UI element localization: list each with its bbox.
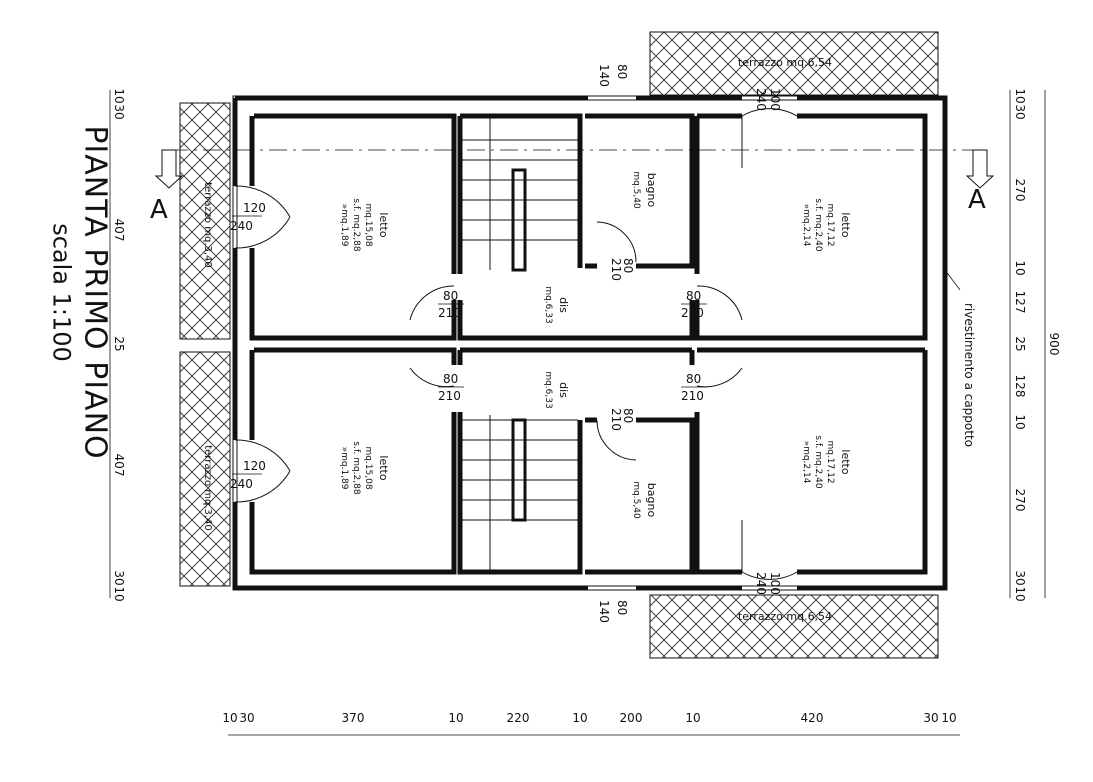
dim-right-6: 128: [1013, 375, 1027, 398]
door-width: 80: [443, 289, 458, 303]
room-labels: letto mq.15,08 s.f. mq.2,88 »mq.1,89 let…: [202, 56, 976, 623]
door-width: 80: [686, 372, 701, 386]
room-area: mq.5,40: [631, 481, 641, 519]
dim-left-4: 407: [112, 454, 126, 477]
room-name: dis: [557, 382, 570, 398]
room-sf: s.f. mq.2,88: [351, 198, 361, 251]
terrace-label: terrazzo mq.6,54: [738, 56, 832, 69]
door-labels: 120 240 120 240 80 210 80 210 80 210 80 …: [230, 64, 782, 623]
door-height: 240: [230, 477, 253, 491]
dim-right-10: 10: [1013, 586, 1027, 601]
room-ratio: »mq.1,89: [339, 204, 349, 247]
dim-left-0: 10: [112, 88, 126, 103]
dim-bottom-8: 420: [801, 711, 824, 725]
terrace-label: terrazzo mq.3,40: [202, 182, 213, 268]
section-line: A A: [150, 149, 995, 225]
door-width: 100: [768, 88, 782, 111]
door-height: 240: [754, 88, 768, 111]
room-area: mq.5,40: [631, 171, 641, 209]
room-name: bagno: [645, 483, 658, 518]
door-width: 80: [443, 372, 458, 386]
dim-bottom-5: 10: [572, 711, 587, 725]
door-height: 210: [609, 408, 623, 431]
room-name: letto: [839, 212, 852, 237]
terrace-right-bottom: [649, 594, 939, 659]
door-width: 120: [243, 459, 266, 473]
dim-bottom-4: 220: [507, 711, 530, 725]
dim-left-2: 407: [112, 219, 126, 242]
dim-bottom-2: 370: [342, 711, 365, 725]
room-sf: s.f. mq.2,40: [813, 435, 823, 488]
door-width: 100: [768, 572, 782, 595]
room-sf: s.f. mq.2,40: [813, 198, 823, 251]
dim-right-3: 10: [1013, 260, 1027, 275]
door-height: 210: [438, 389, 461, 403]
room-area: mq.15,08: [363, 203, 373, 246]
door-height: 240: [754, 572, 768, 595]
door-width: 80: [686, 289, 701, 303]
dim-left-5: 30: [112, 570, 126, 585]
door-width: 120: [243, 201, 266, 215]
terrace-left-top: [179, 102, 231, 340]
door-swings: [234, 108, 798, 580]
walls: [232, 95, 948, 591]
window-width: 140: [597, 600, 611, 623]
dim-bottom-10: 10: [941, 711, 956, 725]
door-width: 80: [621, 258, 635, 273]
terrace-label: terrazzo mq.6,54: [738, 610, 832, 623]
door-height: 210: [681, 389, 704, 403]
window-height: 80: [615, 64, 629, 79]
section-label-right: A: [968, 185, 986, 215]
dim-bottom-0: 10: [222, 711, 237, 725]
dim-right-9: 30: [1013, 570, 1027, 585]
room-name: letto: [839, 449, 852, 474]
dim-total: 900: [1047, 333, 1061, 356]
room-area: mq.6,33: [543, 286, 553, 323]
dim-left-3: 25: [112, 336, 126, 351]
dim-bottom-3: 10: [448, 711, 463, 725]
room-name: dis: [557, 297, 570, 313]
room-name: letto: [377, 455, 390, 480]
window-height: 80: [615, 600, 629, 615]
room-area: mq.15,08: [363, 446, 373, 489]
dim-bottom-7: 10: [685, 711, 700, 725]
stairs: [462, 118, 578, 570]
room-ratio: »mq.1,89: [339, 447, 349, 490]
door-height: 240: [230, 219, 253, 233]
room-area: mq.17,12: [825, 203, 835, 246]
dim-right-4: 127: [1013, 291, 1027, 314]
dim-bottom-6: 200: [620, 711, 643, 725]
dim-right-2: 270: [1013, 179, 1027, 202]
door-height: 210: [609, 258, 623, 281]
dim-right-0: 10: [1013, 88, 1027, 103]
dim-left-6: 10: [112, 586, 126, 601]
terrace-label: terrazzo mq.3,40: [202, 445, 213, 531]
terrace-left-bottom: [179, 351, 231, 587]
room-name: letto: [377, 212, 390, 237]
room-area: mq.17,12: [825, 440, 835, 483]
door-height: 210: [681, 306, 704, 320]
terraces: [179, 31, 939, 659]
room-area: mq.6,33: [543, 371, 553, 408]
room-ratio: »mq.2,14: [801, 441, 811, 484]
dim-left-1: 30: [112, 104, 126, 119]
dim-right-7: 10: [1013, 414, 1027, 429]
room-sf: s.f. mq.2,88: [351, 441, 361, 494]
dim-bottom-1: 30: [239, 711, 254, 725]
door-height: 210: [438, 306, 461, 320]
dim-right-1: 30: [1013, 104, 1027, 119]
room-name: bagno: [645, 173, 658, 208]
dim-right-8: 270: [1013, 489, 1027, 512]
note-label: rivestimento a cappotto: [962, 303, 976, 447]
room-ratio: »mq.2,14: [801, 204, 811, 247]
terrace-right-top: [649, 31, 939, 96]
dim-right-5: 25: [1013, 336, 1027, 351]
window-width: 140: [597, 64, 611, 87]
dim-bottom-9: 30: [923, 711, 938, 725]
section-label-left: A: [150, 195, 168, 225]
door-width: 80: [621, 408, 635, 423]
